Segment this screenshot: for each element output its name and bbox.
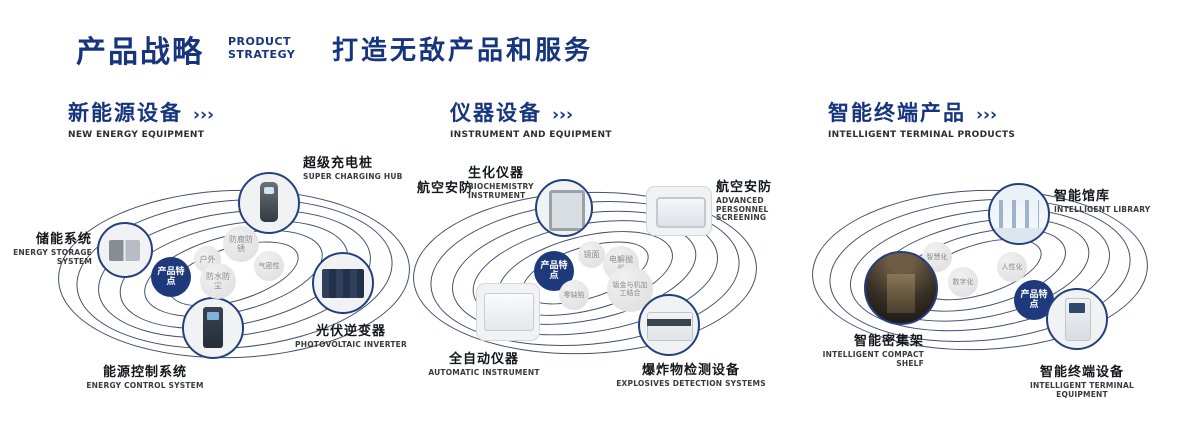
triple-chevron-icon: ›››: [552, 105, 574, 125]
energy-storage-photo: [97, 222, 153, 278]
feature-bubble: 人性化: [997, 252, 1027, 282]
feature-badge: 产品特点: [151, 257, 191, 297]
product-name-en: INTELLIGENT COMPACT SHELF: [822, 350, 924, 368]
feature-bubble: 钣金与机加工结合: [607, 266, 653, 312]
product-name-en: ENERGY CONTROL SYSTEM: [86, 381, 204, 390]
product-label-personnel-screening: 航空安防 ADVANCED PERSONNEL SCREENING: [716, 176, 816, 223]
product-name-en: PHOTOVOLTAIC INVERTER: [295, 340, 407, 349]
product-name: 全自动仪器: [448, 352, 519, 367]
section-subtitle: NEW ENERGY EQUIPMENT: [68, 130, 205, 140]
section-title: 智能终端产品: [828, 101, 966, 125]
product-name: 能源控制系统: [102, 365, 187, 380]
product-label-intelligent-terminal: 智能终端设备 INTELLIGENT TERMINAL EQUIPMENT: [1012, 361, 1152, 399]
product-name-en: INTELLIGENT TERMINAL EQUIPMENT: [1029, 381, 1135, 399]
product-name-en: BIOCHEMISTRY INSTRUMENT: [468, 182, 534, 200]
product-label-explosives-detection: 爆炸物检测设备 EXPLOSIVES DETECTION SYSTEMS: [616, 359, 766, 389]
product-name-en: ENERGY STORAGE SYSTEM: [13, 248, 92, 266]
product-name-en: AUTOMATIC INSTRUMENT: [428, 368, 540, 377]
section-title: 新能源设备: [68, 101, 183, 125]
photovoltaic-inverter-photo: [312, 252, 374, 314]
product-label-energy-control-system: 能源控制系统 ENERGY CONTROL SYSTEM: [80, 361, 210, 391]
product-name-en: ADVANCED PERSONNEL SCREENING: [716, 196, 769, 222]
product-label-intelligent-compact-shelf: 智能密集架 INTELLIGENT COMPACT SHELF: [808, 330, 924, 368]
product-name: 光伏逆变器: [315, 324, 386, 339]
personnel-screening-photo: [646, 186, 712, 236]
product-label-photovoltaic-inverter: 光伏逆变器 PHOTOVOLTAIC INVERTER: [290, 320, 412, 350]
product-name: 智能终端设备: [1039, 365, 1124, 380]
section-header-new-energy: 新能源设备 ››› NEW ENERGY EQUIPMENT: [68, 97, 214, 140]
product-label-biochemistry-instrument: 生化仪器 BIOCHEMISTRY INSTRUMENT: [468, 162, 564, 200]
aviation-security-side-label: 航空安防: [417, 181, 474, 196]
automatic-instrument-photo: [476, 283, 540, 341]
product-label-intelligent-library: 智能馆库 INTELLIGENT LIBRARY: [1054, 185, 1159, 215]
tagline: 打造无敌产品和服务: [332, 36, 594, 66]
intelligent-terminal-photo: [1046, 288, 1108, 350]
feature-bubble: 数字化: [948, 267, 978, 297]
section-header-intelligent: 智能终端产品 ››› INTELLIGENT TERMINAL PRODUCTS: [828, 97, 1015, 140]
feature-bubble: 防水防尘: [200, 263, 236, 299]
product-name-en: INTELLIGENT LIBRARY: [1054, 205, 1151, 214]
product-name-en: EXPLOSIVES DETECTION SYSTEMS: [616, 379, 766, 388]
product-name: 智能密集架: [853, 334, 924, 349]
intelligent-library-photo: [988, 183, 1050, 245]
product-name: 生化仪器: [468, 166, 525, 181]
product-label-energy-storage: 储能系统 ENERGY STORAGE SYSTEM: [2, 228, 92, 266]
feature-bubble: 防腐防锈: [223, 226, 259, 262]
energy-control-system-photo: [182, 297, 244, 359]
triple-chevron-icon: ›››: [193, 105, 215, 125]
section-subtitle: INTELLIGENT TERMINAL PRODUCTS: [828, 130, 1016, 140]
section-subtitle: INSTRUMENT AND EQUIPMENT: [450, 130, 612, 140]
product-name: 爆炸物检测设备: [641, 363, 740, 378]
page-title-en-line2: STRATEGY: [228, 47, 296, 61]
intelligent-compact-shelf-photo: [864, 251, 938, 325]
section-header-instrument: 仪器设备 ››› INSTRUMENT AND EQUIPMENT: [450, 97, 612, 140]
feature-bubble: 零缺陷: [559, 280, 589, 310]
biochemistry-instrument-photo: [535, 179, 593, 237]
page-title-en: PRODUCT STRATEGY: [228, 35, 296, 61]
super-charging-hub-photo: [238, 172, 300, 234]
page-title: 产品战略: [76, 35, 204, 70]
product-label-super-charging-hub: 超级充电桩 SUPER CHARGING HUB: [303, 152, 418, 182]
section-title: 仪器设备: [450, 101, 542, 125]
product-name: 航空安防: [716, 180, 773, 195]
page-title-en-line1: PRODUCT: [228, 35, 292, 48]
product-name: 智能馆库: [1054, 189, 1111, 204]
explosives-detection-photo: [638, 294, 700, 356]
triple-chevron-icon: ›››: [976, 105, 998, 125]
product-name: 超级充电桩: [303, 156, 374, 171]
feature-bubble: 镜面: [578, 241, 605, 268]
product-name: 储能系统: [35, 232, 92, 247]
feature-bubble: 气密性: [254, 251, 284, 281]
product-label-automatic-instrument: 全自动仪器 AUTOMATIC INSTRUMENT: [426, 348, 542, 378]
product-name-en: SUPER CHARGING HUB: [303, 172, 403, 181]
